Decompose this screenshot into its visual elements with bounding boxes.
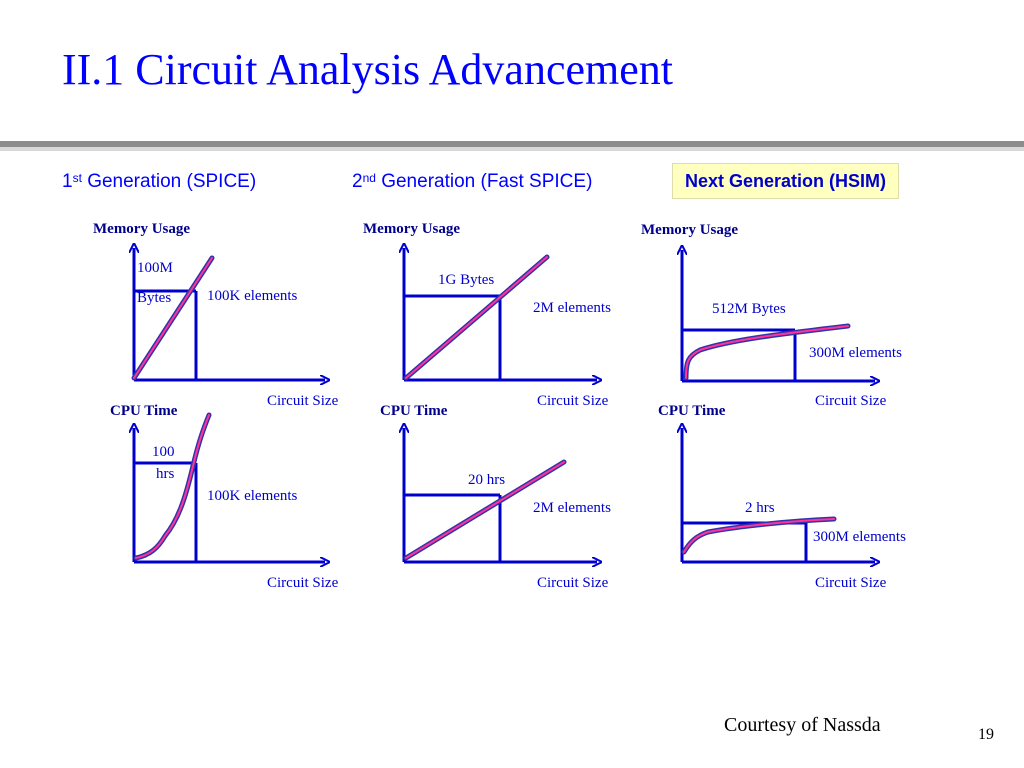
growth-curve: [683, 518, 835, 553]
memory-value-line2: Bytes: [137, 290, 171, 306]
growth-curve: [405, 256, 548, 379]
growth-curve: [135, 414, 210, 559]
element-count: 100K elements: [207, 288, 298, 304]
generation-1-number: 1: [62, 171, 73, 192]
generation-2-suffix: nd: [362, 171, 376, 185]
generation-1-text: Generation (SPICE): [81, 171, 257, 192]
element-count: 2M elements: [533, 500, 611, 516]
panel-g3-memory: Memory Usage 512M Bytes 300M elements Ci…: [641, 222, 902, 409]
generation-2-number: 2: [352, 171, 363, 192]
slide-title: II.1 Circuit Analysis Advancement: [62, 45, 673, 94]
x-axis-label: Circuit Size: [537, 393, 609, 409]
y-axis-label-cpu: CPU Time: [110, 403, 178, 419]
growth-curve: [133, 257, 213, 379]
panel-g3-cpu: CPU Time 2 hrs 300M elements Circuit Siz…: [658, 403, 906, 591]
cpu-value-line2: hrs: [156, 466, 174, 482]
y-axis-label-cpu: CPU Time: [658, 403, 726, 419]
panel-g1-cpu: CPU Time 100 hrs 100K elements Circuit S…: [110, 403, 339, 591]
generation-1-heading: 1st Generation (SPICE): [62, 170, 256, 194]
y-axis-label-memory: Memory Usage: [641, 222, 738, 238]
panel-g2-cpu: CPU Time 20 hrs 2M elements Circuit Size: [380, 403, 611, 591]
cpu-value: 2 hrs: [745, 500, 775, 516]
y-axis-label-cpu: CPU Time: [380, 403, 448, 419]
element-count: 300M elements: [809, 345, 902, 361]
generation-2-text: Generation (Fast SPICE): [375, 171, 593, 192]
generation-1-suffix: st: [72, 171, 82, 185]
panel-g1-memory: Memory Usage 100M Bytes 100K elements Ci…: [93, 221, 339, 409]
growth-curve: [685, 325, 849, 379]
x-axis-label: Circuit Size: [815, 393, 887, 409]
panel-g2-memory: Memory Usage 1G Bytes 2M elements Circui…: [363, 221, 611, 409]
memory-value-line1: 100M: [137, 260, 173, 276]
growth-curve: [405, 461, 565, 559]
title-divider-shadow: [0, 147, 1024, 151]
growth-curve-outline: [133, 412, 212, 561]
element-count: 2M elements: [533, 300, 611, 316]
x-axis-label: Circuit Size: [267, 575, 339, 591]
element-count: 300M elements: [813, 529, 906, 545]
y-axis-label-memory: Memory Usage: [93, 221, 190, 237]
x-axis-label: Circuit Size: [267, 393, 339, 409]
x-axis-label: Circuit Size: [815, 575, 887, 591]
element-count: 100K elements: [207, 488, 298, 504]
next-generation-heading: Next Generation (HSIM): [672, 163, 900, 199]
footer-credit: Courtesy of Nassda: [724, 714, 881, 736]
y-axis-label-memory: Memory Usage: [363, 221, 460, 237]
page-number: 19: [978, 726, 994, 743]
generation-2-heading: 2nd Generation (Fast SPICE): [352, 170, 592, 194]
x-axis-label: Circuit Size: [537, 575, 609, 591]
cpu-value: 20 hrs: [468, 472, 505, 488]
memory-value: 1G Bytes: [438, 272, 494, 288]
title-divider: [0, 141, 1024, 147]
memory-value: 512M Bytes: [712, 301, 786, 317]
cpu-value-line1: 100: [152, 444, 175, 460]
